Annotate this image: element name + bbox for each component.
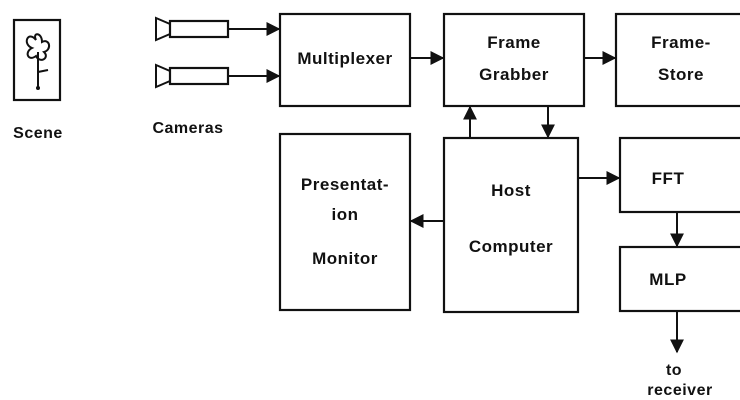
scene-label: Scene: [13, 125, 63, 142]
to-receiver-label-line1: to: [666, 362, 682, 379]
frame-store-label-line1: Frame-: [651, 33, 711, 52]
presentation-monitor-label-line1: Presentat-: [301, 175, 389, 194]
frame-store-label-line2: Store: [658, 65, 704, 84]
multiplexer-label: Multiplexer: [297, 49, 392, 68]
cameras-label: Cameras: [152, 120, 223, 137]
camera-icon: [156, 65, 228, 87]
frame-grabber-label-line2: Grabber: [479, 65, 549, 84]
camera-icon: [156, 18, 228, 40]
host-computer-label-line2: Computer: [469, 237, 553, 256]
presentation-monitor-label-line2: ion: [332, 205, 359, 224]
frame-grabber-label-line1: Frame: [487, 33, 541, 52]
presentation-monitor-label-line3: Monitor: [312, 249, 378, 268]
frame-grabber-box: [444, 14, 584, 106]
host-computer-label-line1: Host: [491, 181, 531, 200]
fft-label: FFT: [652, 169, 685, 188]
host-computer-box: [444, 138, 578, 312]
scene-icon: [14, 20, 60, 100]
to-receiver-label-line2: receiver: [647, 382, 712, 399]
frame-store-box: [616, 14, 740, 106]
mlp-label: MLP: [649, 270, 686, 289]
